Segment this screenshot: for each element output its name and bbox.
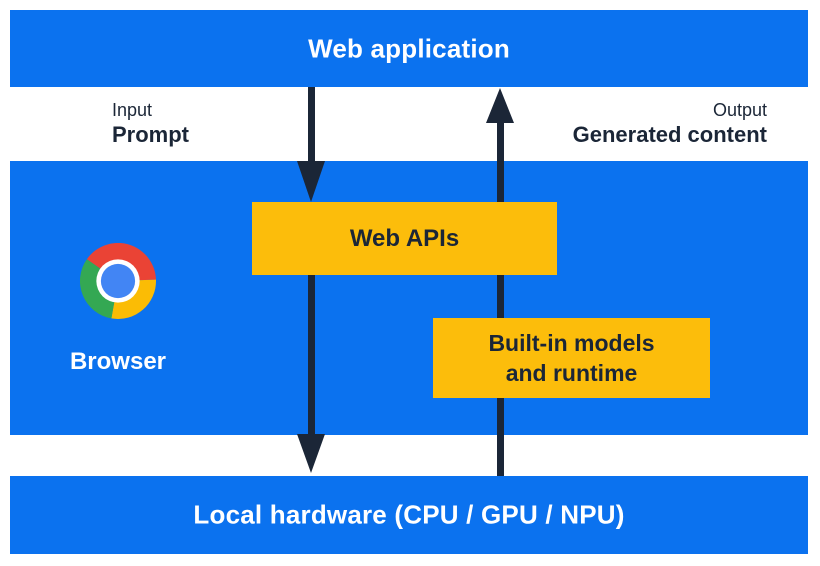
input-flow-line-bottom [308,275,315,437]
builtin-models-box: Built-in models and runtime [433,318,710,398]
output-flow-line [497,120,504,476]
browser-label: Browser [69,348,167,375]
web-application-label: Web application [308,33,510,63]
input-flow-arrowhead-into-hardware [297,434,325,473]
input-caption: Input [112,100,153,120]
output-flow-arrowhead-into-web-application [486,88,514,123]
browser-identity-group: Browser [48,243,188,376]
input-value-prompt: Prompt [112,122,189,147]
local-hardware-label: Local hardware (CPU / GPU / NPU) [193,499,625,530]
web-apis-label: Web APIs [349,224,460,252]
input-flow-arrowhead-into-web-apis [297,161,325,202]
output-label-group: Output Generated content [573,99,767,148]
web-apis-box: Web APIs [252,202,557,275]
output-caption: Output [712,100,767,120]
chrome-logo-icon [80,243,156,319]
web-application-bar: Web application [10,10,808,87]
builtin-models-label-line1: Built-in models [488,330,655,356]
local-hardware-bar: Local hardware (CPU / GPU / NPU) [10,476,808,554]
input-flow-line-top [308,87,315,164]
builtin-models-label-line2: and runtime [505,360,638,386]
output-value-generated-content: Generated content [572,122,767,147]
input-label-group: Input Prompt [112,99,189,148]
